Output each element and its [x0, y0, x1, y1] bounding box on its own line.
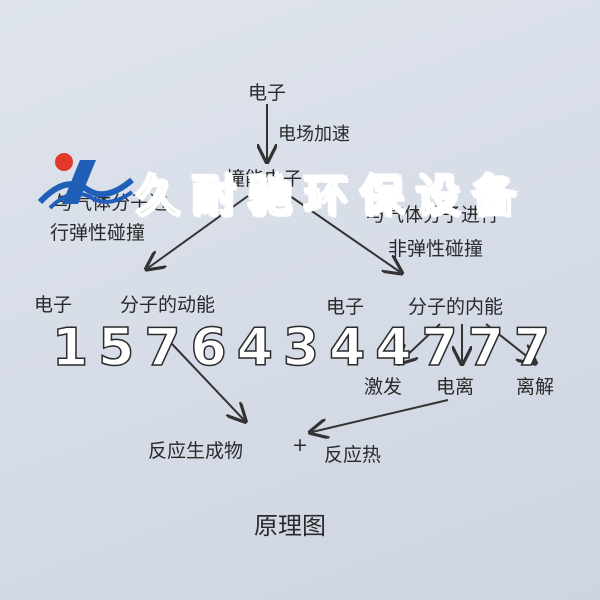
node-electron-top: 电子 — [248, 82, 287, 104]
label-inelastic-line2: 非弹性碰撞 — [388, 238, 484, 260]
plus-sign: + — [292, 434, 308, 456]
node-ionization: 电离 — [436, 376, 475, 398]
arrow-to-dissociate — [485, 323, 534, 362]
label-inelastic-line1: 与气体分子进行 — [366, 204, 500, 226]
arrow-to-excite — [400, 323, 441, 362]
company-watermark: 久耐驰环保设备 — [135, 170, 528, 223]
node-energetic-electron: 撞能电子 — [226, 168, 303, 190]
node-reaction-products: 反应生成物 — [148, 440, 244, 462]
label-elastic-line2: 行弹性碰撞 — [50, 222, 146, 244]
node-right-electron: 电子 — [326, 296, 365, 318]
diagram-caption: 原理图 — [254, 512, 326, 540]
phone-watermark: 15764344777 — [51, 317, 560, 379]
label-field-acceleration: 电场加速 — [278, 124, 350, 145]
company-logo — [37, 153, 134, 210]
node-left-electron: 电子 — [34, 294, 73, 316]
node-molecule-internal-energy: 分子的内能 — [408, 296, 504, 318]
arrow-to-elastic — [148, 195, 249, 268]
node-reaction-heat: 反应热 — [324, 444, 382, 466]
arrow-kinetic-to-products — [171, 343, 244, 420]
arrow-to-heat — [312, 399, 449, 432]
node-molecule-kinetic-energy: 分子的动能 — [120, 294, 216, 316]
arrow-to-inelastic — [289, 195, 400, 272]
node-dissociation: 离解 — [516, 376, 555, 398]
node-excitation: 激发 — [364, 376, 403, 398]
